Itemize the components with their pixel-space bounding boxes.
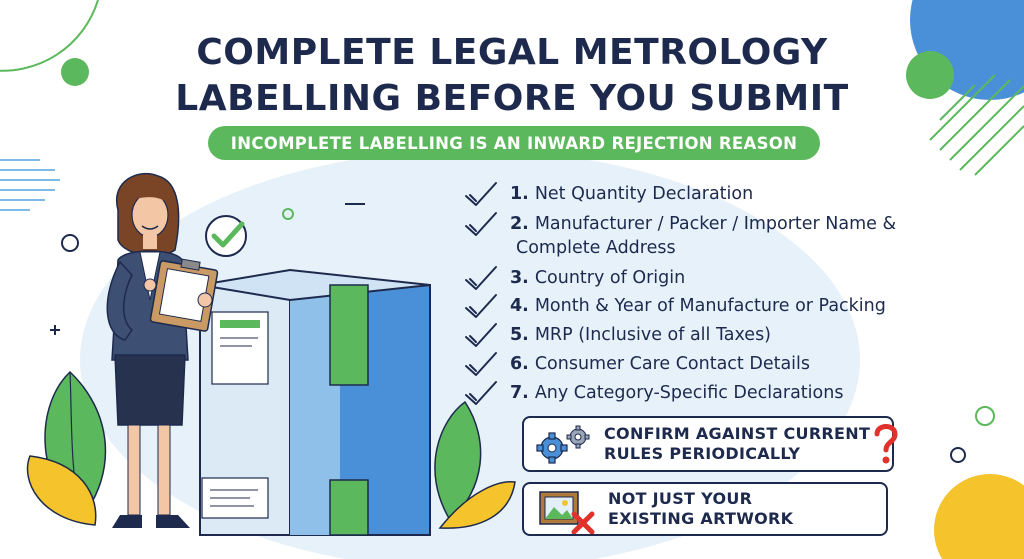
title-line-2: LABELLING BEFORE YOU SUBMIT — [175, 78, 849, 119]
checklist-text: Any Category-Specific Declarations — [534, 383, 844, 403]
callout-confirm-rules: CONFIRM AGAINST CURRENT RULES PERIODICAL… — [522, 416, 898, 472]
checklist-text: Net Quantity Declaration — [534, 184, 754, 204]
question-mark-icon — [874, 424, 898, 464]
shipping-box — [199, 268, 431, 536]
page-title: COMPLETE LEGAL METROLOGY LABELLING BEFOR… — [0, 30, 1024, 122]
decor-plus — [50, 325, 60, 335]
checklist-number: 1. — [510, 184, 529, 204]
checklist-item: 6.Consumer Care Contact Details — [462, 350, 962, 379]
checklist-item: 7.Any Category-Specific Declarations — [462, 379, 962, 408]
callout-not-existing-artwork: NOT JUST YOUR EXISTING ARTWORK — [522, 482, 888, 536]
decor-ring-right-small — [950, 447, 966, 463]
checklist-text: Month & Year of Manufacture or Packing — [534, 296, 886, 316]
picture-cross-icon — [539, 491, 595, 534]
check-circle-icon — [205, 215, 247, 257]
checklist-number: 3. — [510, 268, 529, 288]
leaves-left — [26, 370, 107, 526]
label-checklist: 1.Net Quantity Declaration 2.Manufacture… — [462, 180, 962, 408]
decor-hatch — [929, 74, 1024, 176]
checkmark-icon — [465, 294, 497, 318]
checklist-item: 2.Manufacturer / Packer / Importer Name … — [462, 210, 962, 264]
checkmark-icon — [465, 381, 497, 405]
decor-green-circle — [906, 51, 954, 99]
rejection-banner: INCOMPLETE LABELLING IS AN INWARD REJECT… — [208, 126, 820, 160]
decor-stripes — [0, 159, 60, 211]
checkmark-icon — [465, 323, 497, 347]
checkmark-icon — [465, 266, 497, 290]
callout-1-line-2: RULES PERIODICALLY — [604, 444, 801, 463]
checklist-text: MRP (Inclusive of all Taxes) — [534, 325, 772, 345]
checklist-item: 1.Net Quantity Declaration — [462, 180, 962, 208]
checklist-item: 5.MRP (Inclusive of all Taxes) — [462, 321, 962, 350]
checklist-text: Manufacturer / Packer / Importer Name & — [534, 214, 897, 234]
checklist-number: 4. — [510, 296, 529, 316]
decor-ring-small — [282, 208, 294, 220]
gears-icon — [536, 425, 590, 464]
decor-arc — [0, 0, 99, 72]
callout-2-line-1: NOT JUST YOUR — [608, 489, 753, 508]
checkmark-icon — [465, 352, 497, 376]
checklist-text-continued: Complete Address — [516, 238, 676, 258]
woman-with-clipboard — [106, 172, 219, 528]
leaves-right — [434, 400, 516, 529]
checklist-number: 5. — [510, 325, 529, 345]
callout-1-line-1: CONFIRM AGAINST CURRENT — [604, 424, 871, 443]
checklist-text: Consumer Care Contact Details — [534, 354, 811, 374]
title-line-1: COMPLETE LEGAL METROLOGY — [196, 32, 828, 73]
callout-2-line-2: EXISTING ARTWORK — [608, 509, 794, 528]
checklist-number: 7. — [510, 383, 529, 403]
checkmark-icon — [465, 182, 497, 206]
checklist-item: 3.Country of Origin — [462, 264, 962, 292]
decor-dot-green — [61, 58, 89, 86]
decor-yellow-circle — [934, 474, 1024, 559]
decor-ring-right — [975, 406, 995, 426]
checklist-number: 6. — [510, 354, 529, 374]
checklist-text: Country of Origin — [534, 268, 686, 288]
checklist-number: 2. — [510, 214, 529, 234]
checkmark-icon — [465, 212, 497, 236]
checklist-item: 4.Month & Year of Manufacture or Packing — [462, 292, 962, 321]
decor-ring — [61, 234, 79, 252]
